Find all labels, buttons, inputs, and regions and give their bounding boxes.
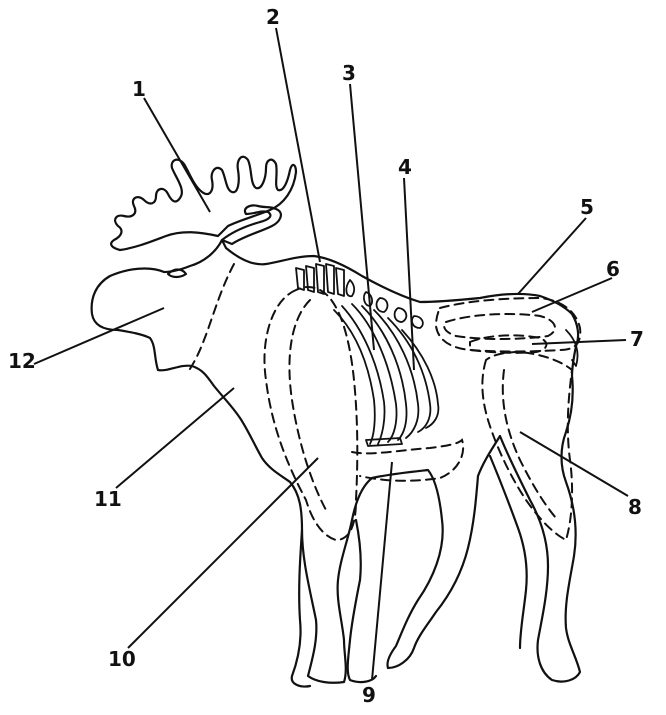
callout-labels: 1 2 3 4 5 6 7 8 9 10 11 12 (8, 5, 644, 707)
hindquarter-inner (503, 370, 556, 518)
front-leg-far (348, 520, 376, 682)
label-3: 3 (342, 61, 356, 85)
antler-left (111, 157, 296, 250)
label-7: 7 (630, 327, 644, 351)
label-2: 2 (266, 5, 280, 29)
leader-lines (34, 28, 628, 680)
label-4: 4 (398, 155, 412, 179)
label-6: 6 (606, 257, 620, 281)
label-5: 5 (580, 195, 594, 219)
label-1: 1 (132, 77, 146, 101)
hindquarter-region (482, 352, 572, 540)
label-12: 12 (8, 349, 36, 373)
eye (168, 270, 186, 278)
label-9: 9 (362, 683, 376, 707)
tail (566, 330, 578, 366)
front-leg-near (292, 530, 310, 687)
hind-leg-far (490, 456, 527, 648)
label-11: 11 (94, 487, 122, 511)
label-10: 10 (108, 647, 136, 671)
internal-structures (188, 264, 580, 540)
label-8: 8 (628, 495, 642, 519)
neck-region (188, 264, 234, 372)
shoulder-region (264, 287, 357, 540)
